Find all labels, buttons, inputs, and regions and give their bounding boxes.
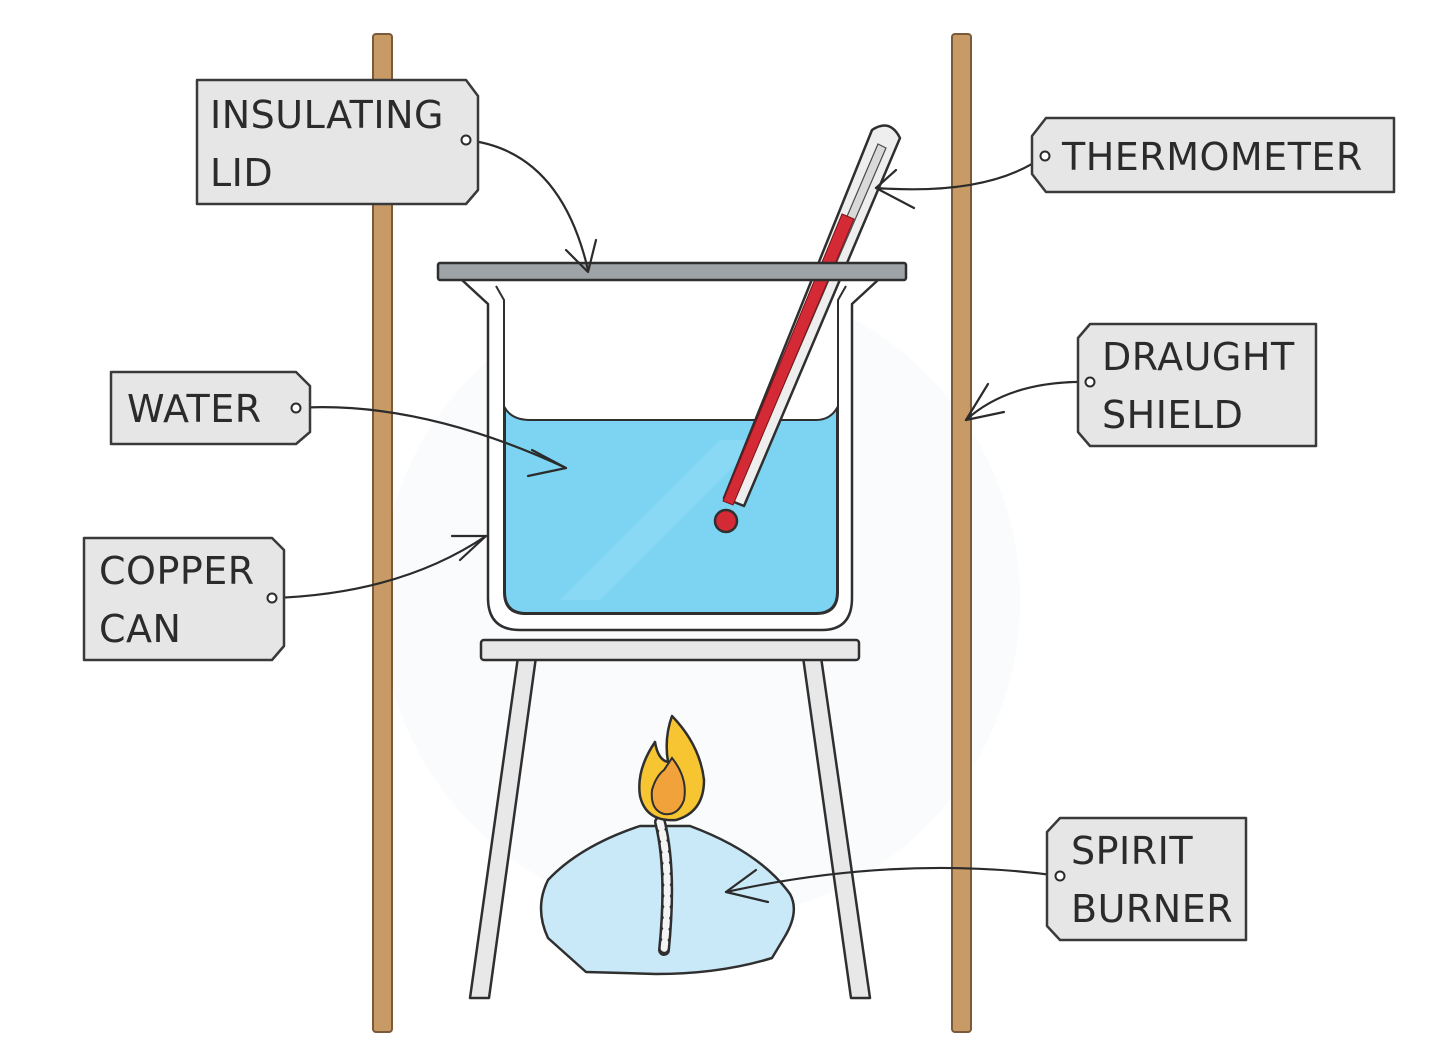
arrowhead-copper-can <box>450 534 488 562</box>
label-copper-can-line1: COPPER <box>99 549 255 593</box>
leader-insulating-lid <box>464 138 590 272</box>
water-highlight <box>560 440 760 600</box>
leader-lines <box>270 138 1092 904</box>
label-spirit-burner-line2: BURNER <box>1071 887 1233 931</box>
label-draught-shield: DRAUGHT SHIELD <box>1076 322 1318 448</box>
label-draught-shield-line1: DRAUGHT <box>1102 335 1295 379</box>
eyelet-copper-can <box>266 592 278 604</box>
label-draught-shield-line2: SHIELD <box>1102 393 1243 437</box>
label-copper-can-line2: CAN <box>99 607 181 651</box>
arrowhead-spirit-burner <box>724 868 770 904</box>
label-spirit-burner: SPIRIT BURNER <box>1045 816 1248 942</box>
label-water-text: WATER <box>127 387 262 431</box>
spirit-burner <box>539 714 796 976</box>
eyelet-thermometer <box>1039 150 1051 162</box>
draught-shield <box>372 33 972 1033</box>
label-thermometer: THERMOMETER <box>1030 116 1396 194</box>
draught-shield-right-pole <box>951 33 972 1033</box>
label-spirit-burner-line1: SPIRIT <box>1071 829 1193 873</box>
eyelet-spirit-burner <box>1054 870 1066 882</box>
thermometer-liquid <box>722 213 855 506</box>
tripod-top <box>479 638 861 662</box>
label-insulating-lid-line2: LID <box>210 151 273 195</box>
insulating-lid <box>436 261 908 282</box>
thermometer-bulb <box>713 508 739 534</box>
spirit-burner-wick-inner <box>656 818 671 954</box>
tag-water <box>109 370 312 446</box>
leader-spirit-burner <box>724 866 1062 894</box>
tripod <box>468 638 872 1000</box>
arrowhead-insulating-lid <box>564 238 598 274</box>
eyelet-draught-shield <box>1084 376 1096 388</box>
draught-shield-left-pole <box>372 33 393 1033</box>
label-insulating-lid: INSULATING LID <box>195 78 480 206</box>
leader-copper-can <box>270 534 488 600</box>
flame-inner <box>650 756 686 816</box>
arrowhead-water <box>526 448 568 478</box>
leader-thermometer <box>874 154 1046 191</box>
label-insulating-lid-line1: INSULATING <box>210 93 444 137</box>
leader-draught-shield <box>964 380 1092 422</box>
arrowhead-draught-shield <box>964 382 1006 422</box>
label-thermometer-text: THERMOMETER <box>1061 135 1363 179</box>
label-water: WATER <box>109 370 312 446</box>
leader-water <box>294 406 568 470</box>
arrowhead-thermometer <box>874 168 916 210</box>
tag-copper-can <box>82 536 286 662</box>
label-copper-can: COPPER CAN <box>82 536 286 662</box>
eyelet-insulating-lid <box>460 134 472 146</box>
tag-insulating-lid <box>195 78 480 206</box>
copper-can <box>461 279 879 632</box>
tag-spirit-burner <box>1045 816 1248 942</box>
tag-draught-shield <box>1076 322 1318 448</box>
tag-thermometer <box>1030 116 1396 194</box>
eyelet-water <box>290 402 302 414</box>
thermometer <box>713 124 902 534</box>
